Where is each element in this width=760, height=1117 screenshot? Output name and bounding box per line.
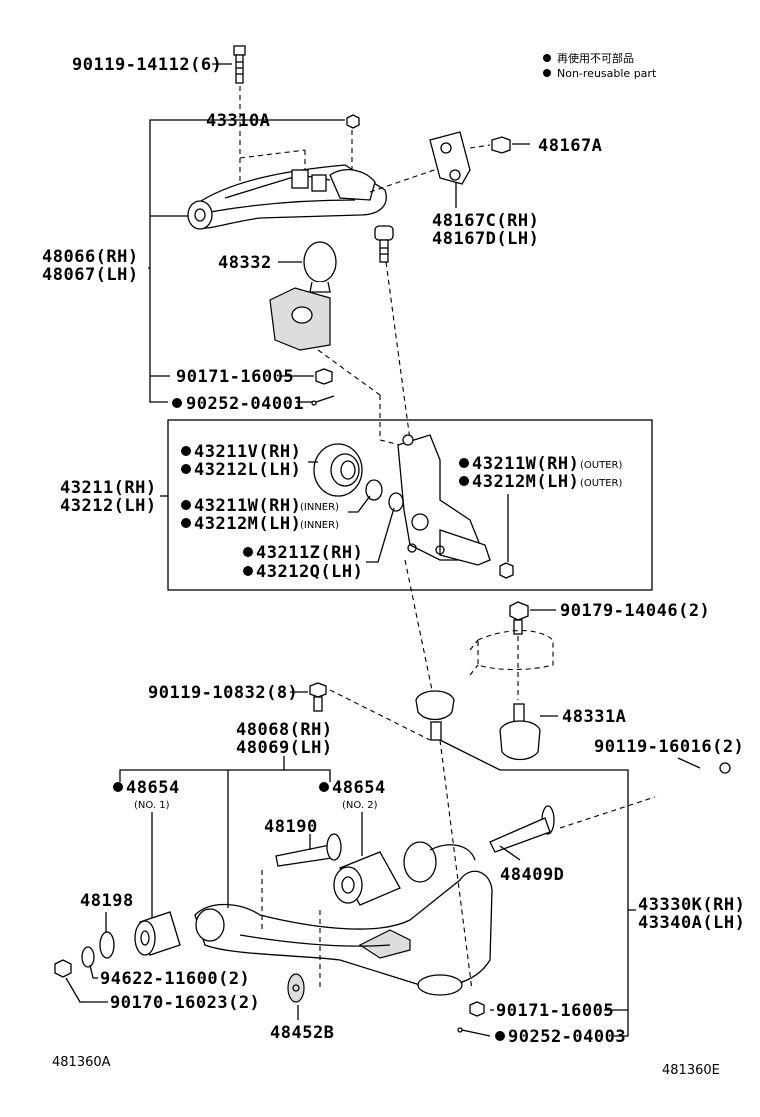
lower-arm-ball-joint-drawing <box>415 690 455 741</box>
label-bolt-48409d: 48409D <box>500 865 564 885</box>
label-bearing-w-inner: 43211W(RH) <box>194 496 301 516</box>
note-outer: (OUTER) <box>580 460 622 471</box>
non-reusable-dot-icon <box>181 446 191 456</box>
non-reusable-dot-icon <box>181 500 191 510</box>
label-ball-joint-cover: 48332 <box>218 253 272 273</box>
note-inner: (INNER) <box>300 502 339 513</box>
knuckle-box <box>167 419 653 591</box>
nut-90170-drawing <box>54 959 72 978</box>
washer-94622-drawing <box>81 946 95 968</box>
non-reusable-dot-icon <box>459 458 469 468</box>
non-reusable-dot-icon <box>543 54 551 62</box>
non-reusable-dot-icon <box>181 518 191 528</box>
label-nut-upper: 90171-16005 <box>176 367 294 387</box>
bushing-no2-drawing <box>333 851 401 906</box>
washer-48198-drawing <box>99 931 115 959</box>
oil-seal-drawing <box>313 443 363 497</box>
non-reusable-dot-icon <box>181 464 191 474</box>
note-outer: (OUTER) <box>580 478 622 489</box>
label-lower-arm-sub-rh: 43330K(RH) <box>638 895 745 915</box>
non-reusable-dot-icon <box>243 566 253 576</box>
bolt-48409d-drawing <box>489 805 555 853</box>
note-bushing-2: (NO. 2) <box>342 800 378 811</box>
non-reusable-dot-icon <box>113 782 123 792</box>
label-bracket-bolt: 48167A <box>538 136 602 156</box>
label-washer-94622: 94622-11600(2) <box>100 969 250 989</box>
label-bushing-1: 48654 <box>126 778 180 798</box>
bracket-drawing <box>429 131 471 185</box>
lower-ball-joint-drawing <box>499 703 541 761</box>
lower-arm-drawing <box>194 841 493 996</box>
label-bearing-z-rh: 43211Z(RH) <box>256 543 363 563</box>
legend-en: Non-reusable part <box>557 67 657 80</box>
label-bolt-lower-small: 90119-10832(8) <box>148 683 298 703</box>
non-reusable-dot-icon <box>495 1031 505 1041</box>
label-washer-48198: 48198 <box>80 891 134 911</box>
non-reusable-dot-icon <box>172 398 182 408</box>
non-reusable-dot-icon <box>243 547 253 557</box>
bushing-no1-drawing <box>134 911 181 956</box>
label-bushing-2: 48654 <box>332 778 386 798</box>
bump-stopper-bracket-drawing <box>269 287 331 351</box>
label-upper-arm-sub: 43310A <box>206 111 270 131</box>
label-bearing-m-outer: 43212M(LH) <box>472 472 579 492</box>
label-lower-arm-rh: 48068(RH) <box>236 720 333 740</box>
label-nut-90170: 90170-16023(2) <box>110 993 260 1013</box>
footer-left-code: 481360A <box>52 1055 111 1070</box>
label-knuckle-lh: 43212(LH) <box>60 496 157 516</box>
legend-ja: 再使用不可部品 <box>557 51 634 65</box>
dust-cover-drawing <box>303 241 337 293</box>
label-bracket-rh: 48167C(RH) <box>432 211 539 231</box>
label-seal-l-lh: 43212L(LH) <box>194 460 301 480</box>
label-lower-arm-sub-lh: 43340A(LH) <box>638 913 745 933</box>
label-bolt-balljoint: 90179-14046(2) <box>560 601 710 621</box>
label-bearing-m-inner: 43212M(LH) <box>194 514 301 534</box>
label-bolt-upper: 90119-14112(6) <box>72 55 222 75</box>
steering-knuckle-drawing <box>397 434 491 566</box>
leader-lines <box>65 63 701 1037</box>
non-reusable-dot-icon <box>459 476 469 486</box>
label-bolt-long: 90119-16016(2) <box>594 737 744 757</box>
note-bushing-1: (NO. 1) <box>134 800 170 811</box>
label-cam-48452b: 48452B <box>270 1023 334 1043</box>
non-reusable-dot-icon <box>543 69 551 77</box>
label-seal-v-rh: 43211V(RH) <box>194 442 301 462</box>
label-knuckle-rh: 43211(RH) <box>60 478 157 498</box>
label-lower-balljoint: 48331A <box>562 707 626 727</box>
upper-bolt-drawing <box>233 45 246 84</box>
label-bearing-q-lh: 43212Q(LH) <box>256 562 363 582</box>
bolt-ball-joint-drawing <box>509 601 529 635</box>
footer-right-code: 481360E <box>662 1063 720 1078</box>
label-lower-arm-lh: 48069(LH) <box>236 738 333 758</box>
label-upper-arm-lh: 48067(LH) <box>42 265 139 285</box>
note-inner: (INNER) <box>300 520 339 531</box>
cam-plate-drawing <box>287 973 305 1003</box>
labels: 90119-14112(6) 43310A 48167A 48167C(RH) … <box>42 55 745 1047</box>
label-pin-lower: 90252-04003 <box>508 1027 626 1047</box>
bolt-small-drawing <box>309 682 327 712</box>
upper-arm-drawing <box>187 164 394 263</box>
label-bracket-lh: 48167D(LH) <box>432 229 539 249</box>
label-bearing-w-outer: 43211W(RH) <box>472 454 579 474</box>
non-reusable-dot-icon <box>319 782 329 792</box>
label-nut-lower: 90171-16005 <box>496 1001 614 1021</box>
label-upper-arm-rh: 48066(RH) <box>42 247 139 267</box>
label-bolt-48190: 48190 <box>264 817 318 837</box>
legend: 再使用不可部品 Non-reusable part <box>543 51 657 80</box>
long-bolt-drawing <box>658 762 731 798</box>
bolt-48190-drawing <box>275 833 342 867</box>
label-pin-upper: 90252-04001 <box>186 394 304 414</box>
